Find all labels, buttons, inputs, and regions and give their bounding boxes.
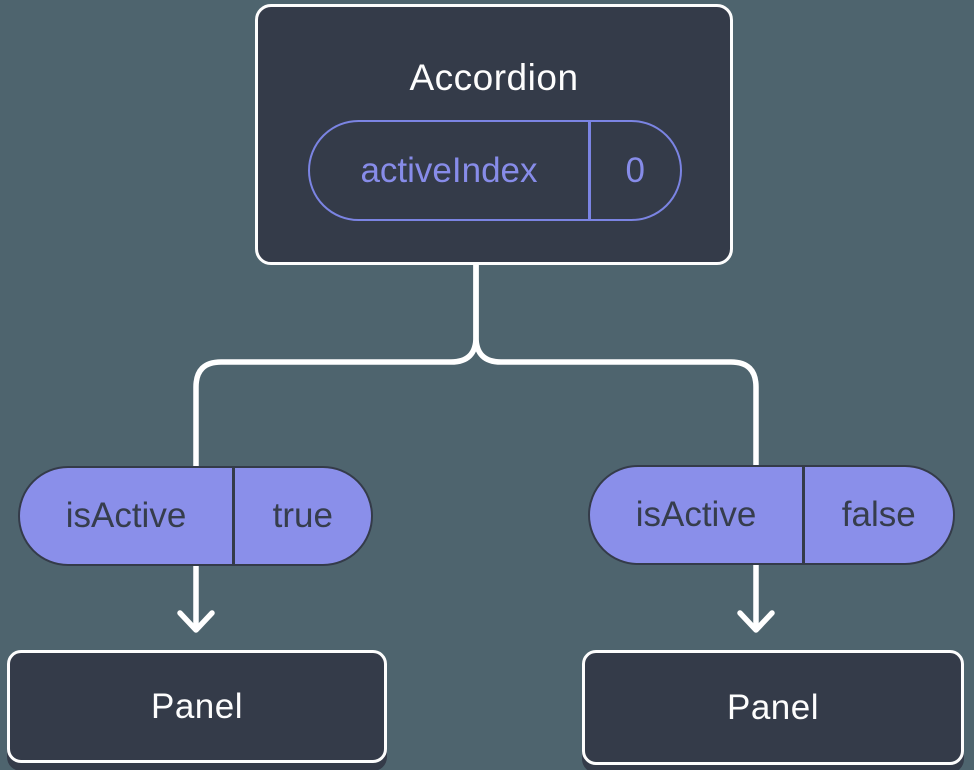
accordion-node-title: Accordion xyxy=(409,57,579,98)
prop-name: isActive xyxy=(635,495,757,534)
prop-name: isActive xyxy=(65,496,187,535)
arrowhead-down-left-icon xyxy=(177,610,215,633)
connector-branch-left xyxy=(193,259,479,630)
panel-node-right: Panel xyxy=(582,650,964,765)
arrowhead-down-right-icon xyxy=(737,610,775,633)
prop-pill-divider xyxy=(802,467,805,563)
prop-pill-left: isActive true xyxy=(18,466,373,566)
state-name: activeIndex xyxy=(360,150,538,190)
prop-pill-divider xyxy=(232,468,235,564)
state-pill: activeIndex 0 xyxy=(308,120,682,221)
prop-pill-right: isActive false xyxy=(588,465,955,565)
prop-value: true xyxy=(272,496,333,535)
state-value: 0 xyxy=(625,150,645,190)
connector-branch-right xyxy=(473,259,759,630)
panel-node-left: Panel xyxy=(7,650,387,763)
accordion-node: Accordion activeIndex 0 xyxy=(255,4,733,265)
prop-value: false xyxy=(841,495,916,534)
state-pill-divider xyxy=(588,122,591,219)
panel-node-title: Panel xyxy=(726,687,820,727)
panel-node-title: Panel xyxy=(150,686,244,726)
